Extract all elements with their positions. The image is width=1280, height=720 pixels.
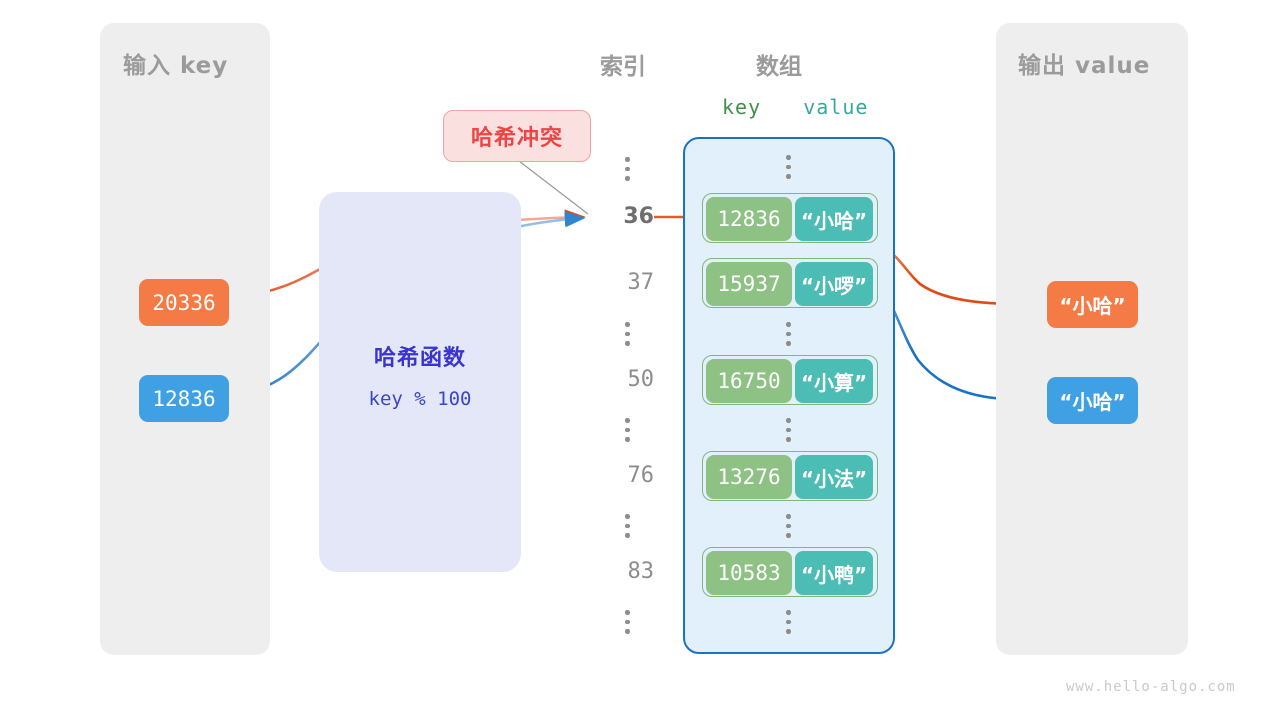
bucket-row[interactable]: 15937 “小啰” <box>702 258 878 308</box>
index-label-83: 83 <box>627 559 655 584</box>
output-value-orange[interactable]: “小哈” <box>1047 281 1138 328</box>
bucket-row[interactable]: 13276 “小法” <box>702 451 878 501</box>
index-ellipsis <box>625 610 630 634</box>
hash-function-box: 哈希函数 key % 100 <box>319 192 521 572</box>
hash-function-formula: key % 100 <box>368 388 472 410</box>
hash-function-title: 哈希函数 <box>373 346 466 371</box>
bucket-key: 13276 <box>706 455 792 499</box>
callout-leader-line <box>518 160 589 215</box>
input-key-20336[interactable]: 20336 <box>139 279 229 326</box>
bucket-key: 10583 <box>706 551 792 595</box>
watermark: www.hello-algo.com <box>1066 679 1236 695</box>
bucket-value: “小法” <box>795 455 873 499</box>
output-panel-title: 输出 value <box>1018 53 1151 79</box>
hash-collision-callout: 哈希冲突 <box>443 110 591 162</box>
array-ellipsis <box>786 322 791 346</box>
index-label-36: 36 <box>623 204 654 229</box>
array-ellipsis <box>786 155 791 179</box>
array-ellipsis <box>786 610 791 634</box>
index-label-76: 76 <box>627 463 655 488</box>
index-ellipsis <box>625 418 630 442</box>
bucket-row[interactable]: 12836 “小哈” <box>702 193 878 243</box>
bucket-value: “小算” <box>795 359 873 403</box>
index-label-50: 50 <box>627 367 655 392</box>
bucket-row[interactable]: 16750 “小算” <box>702 355 878 405</box>
key-header-label: key <box>722 95 762 119</box>
bucket-row[interactable]: 10583 “小鸭” <box>702 547 878 597</box>
output-value-blue[interactable]: “小哈” <box>1047 377 1138 424</box>
bucket-key: 15937 <box>706 262 792 306</box>
index-column-header: 索引 <box>600 54 646 80</box>
input-panel-title: 输入 key <box>123 53 229 79</box>
input-panel <box>100 23 270 655</box>
bucket-value: “小哈” <box>795 197 873 241</box>
bucket-key: 12836 <box>706 197 792 241</box>
bucket-key: 16750 <box>706 359 792 403</box>
value-header-label: value <box>803 95 869 119</box>
index-ellipsis <box>625 514 630 538</box>
index-label-37: 37 <box>627 270 655 295</box>
array-column-header: 数组 <box>756 54 802 80</box>
key-value-header: key value <box>722 95 868 119</box>
bucket-value: “小啰” <box>795 262 873 306</box>
input-key-12836[interactable]: 12836 <box>139 375 229 422</box>
array-ellipsis <box>786 418 791 442</box>
index-ellipsis <box>625 157 630 181</box>
index-ellipsis <box>625 322 630 346</box>
output-panel <box>996 23 1188 655</box>
bucket-value: “小鸭” <box>795 551 873 595</box>
array-ellipsis <box>786 514 791 538</box>
